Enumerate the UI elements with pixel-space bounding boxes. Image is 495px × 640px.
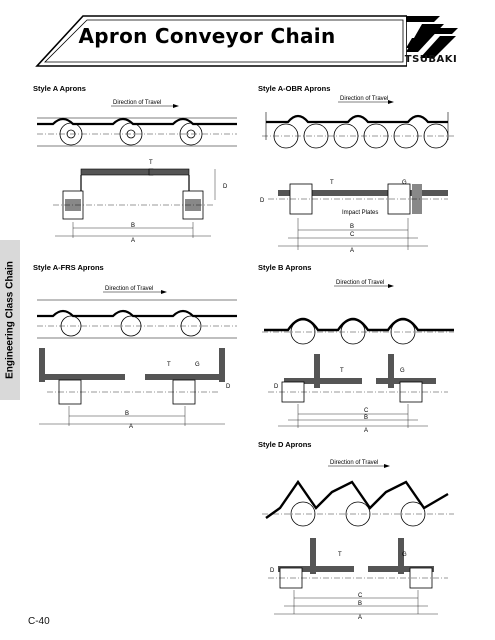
sidebar-label: Engineering Class Chain: [4, 261, 16, 379]
label-g: G: [402, 552, 407, 558]
title-banner: [35, 15, 407, 67]
label-c: C: [364, 408, 369, 414]
label-b: B: [125, 411, 129, 417]
section-title-style-a: Style A Aprons: [33, 84, 86, 93]
label-a: A: [358, 615, 362, 620]
logo-text: TSUBAKI: [404, 54, 458, 65]
label-a: A: [131, 238, 135, 244]
direction-label: Direction of Travel: [336, 280, 384, 286]
label-g: G: [400, 368, 405, 374]
sidebar-tab: [0, 240, 20, 400]
label-b: B: [358, 601, 362, 607]
diagram-style-a-frs: Direction of Travel T G D B A: [37, 286, 237, 430]
section-title-style-b: Style B Aprons: [258, 263, 312, 272]
label-b: B: [364, 415, 368, 421]
section-title-style-a-obr: Style A-OBR Aprons: [258, 84, 331, 93]
section-title-style-d: Style D Aprons: [258, 440, 312, 449]
diagram-style-a: Direction of Travel T D B A: [37, 100, 237, 244]
page-title: Apron Conveyor Chain: [78, 24, 336, 48]
label-t: T: [338, 552, 342, 558]
label-t: T: [149, 160, 153, 166]
direction-label: Direction of Travel: [113, 100, 161, 106]
diagram-style-a-obr: Direction of Travel T G D Impact Plates …: [260, 96, 454, 254]
label-b: B: [350, 224, 354, 230]
label-d: D: [260, 198, 265, 204]
tsubaki-logo-icon: [406, 16, 458, 58]
label-d: D: [274, 384, 279, 390]
label-a: A: [350, 248, 354, 254]
label-c: C: [358, 593, 363, 599]
label-impact: Impact Plates: [342, 210, 378, 216]
label-g: G: [402, 180, 407, 186]
label-c: C: [350, 232, 355, 238]
label-t: T: [330, 180, 334, 186]
label-d: D: [226, 384, 231, 390]
label-a: A: [364, 428, 368, 434]
label-a: A: [129, 424, 133, 430]
direction-label: Direction of Travel: [105, 286, 153, 292]
label-g: G: [195, 362, 200, 368]
section-title-style-a-frs: Style A-FRS Aprons: [33, 263, 104, 272]
label-t: T: [167, 362, 171, 368]
label-b: B: [131, 223, 135, 229]
page-number: C-40: [28, 616, 50, 627]
label-t: T: [340, 368, 344, 374]
diagram-style-b: Direction of Travel T G D C B A: [262, 280, 454, 434]
diagram-style-d: Direction of Travel T G D C B A: [262, 460, 454, 620]
direction-label: Direction of Travel: [340, 96, 388, 102]
label-d: D: [223, 184, 228, 190]
direction-label: Direction of Travel: [330, 460, 378, 466]
label-d: D: [270, 568, 275, 574]
